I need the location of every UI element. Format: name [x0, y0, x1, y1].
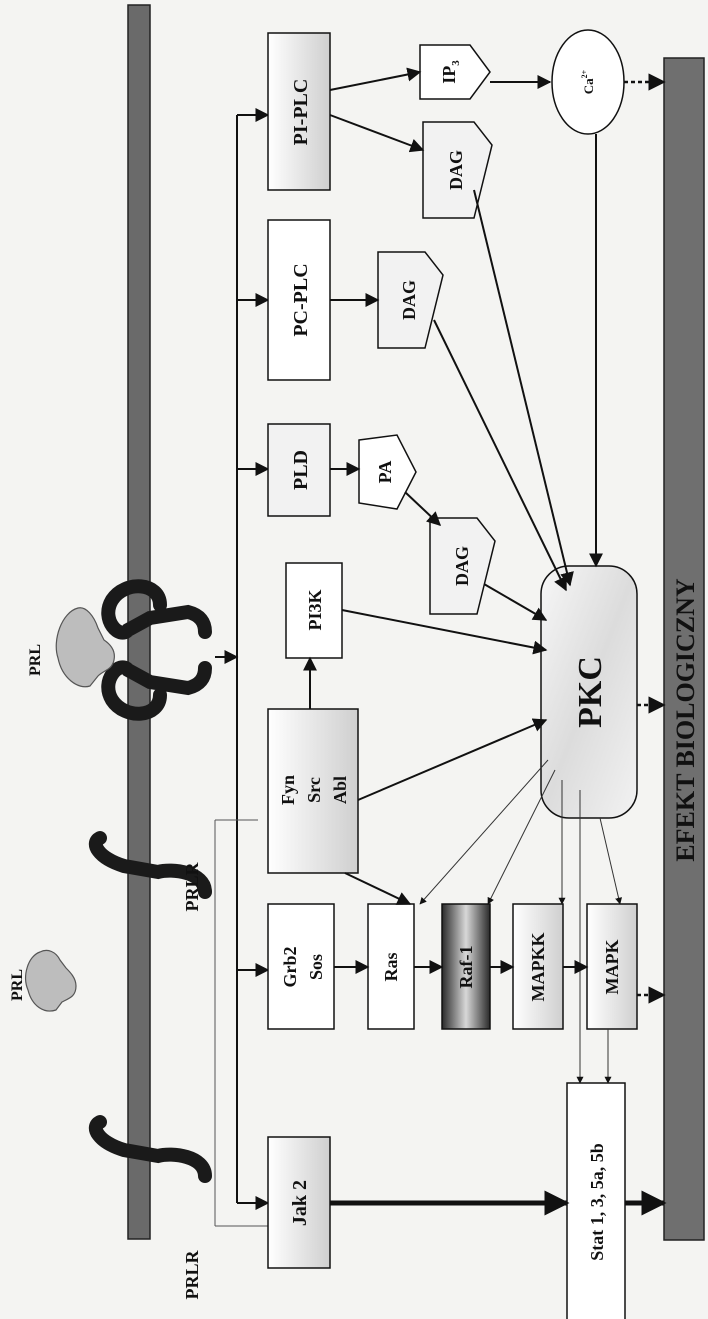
pld-label: PLD: [290, 450, 312, 490]
node-jak2: Jak 2: [268, 1137, 330, 1268]
pi3k-label: PI3K: [305, 589, 325, 630]
src-label: Src: [304, 777, 324, 803]
node-mapk: MAPK: [587, 904, 637, 1029]
node-pkc: PKC: [541, 566, 637, 818]
node-mapkk: MAPKK: [513, 904, 563, 1029]
ca-superscript: 2+: [580, 69, 589, 78]
pi-plc-label: PI-PLC: [290, 79, 312, 146]
prlr-label-mid: PRLR: [182, 862, 202, 912]
node-pi-plc: PI-PLC: [268, 33, 330, 190]
node-pld: PLD: [268, 424, 330, 516]
prl-label-top: PRL: [27, 644, 44, 676]
dag1-label: DAG: [446, 150, 466, 190]
stat-label: Stat 1, 3, 5a, 5b: [587, 1143, 607, 1261]
mapkk-label: MAPKK: [528, 933, 548, 1002]
prlr-receptor-top-lower: [108, 667, 205, 713]
node-grb2-sos: Grb2 Sos: [268, 904, 334, 1029]
dag2-label: DAG: [399, 280, 419, 320]
node-ip3: IP3: [420, 45, 490, 99]
raf1-label: Raf-1: [456, 946, 476, 989]
ip3-subscript: 3: [450, 60, 462, 66]
sos-label: Sos: [306, 954, 326, 980]
node-raf1: Raf-1: [442, 904, 490, 1029]
pc-plc-label: PC-PLC: [290, 263, 312, 336]
abl-label: Abl: [330, 776, 350, 804]
jak2-label: Jak 2: [289, 1180, 311, 1226]
node-dag-1: DAG: [423, 122, 492, 218]
node-pa: PA: [359, 435, 416, 509]
node-fyn-src-abl: Fyn Src Abl: [268, 709, 358, 873]
ip3-label: IP: [439, 66, 459, 84]
node-pi3k: PI3K: [286, 563, 342, 658]
mapk-label: MAPK: [602, 940, 622, 995]
grb2-label: Grb2: [280, 946, 300, 987]
prl-ligand-bottom: [26, 950, 76, 1011]
prlr-label-bottom: PRLR: [182, 1250, 202, 1300]
pkc-label: PKC: [572, 656, 609, 728]
dag3-label: DAG: [452, 546, 472, 586]
node-stat: Stat 1, 3, 5a, 5b: [567, 1083, 625, 1319]
node-ras: Ras: [368, 904, 414, 1029]
node-dag-3: DAG: [430, 518, 495, 614]
ca-label: Ca: [581, 78, 596, 94]
node-pc-plc: PC-PLC: [268, 220, 330, 380]
pa-label: PA: [375, 461, 395, 484]
prlr-receptor-top: [108, 586, 205, 632]
effect-label: EFEKT BIOLOGICZNY: [671, 578, 700, 862]
prl-label-bottom: PRL: [9, 969, 26, 1001]
node-dag-2: DAG: [378, 252, 443, 348]
fyn-label: Fyn: [278, 775, 298, 805]
ras-label: Ras: [381, 952, 401, 981]
node-calcium: Ca2+: [552, 30, 624, 134]
